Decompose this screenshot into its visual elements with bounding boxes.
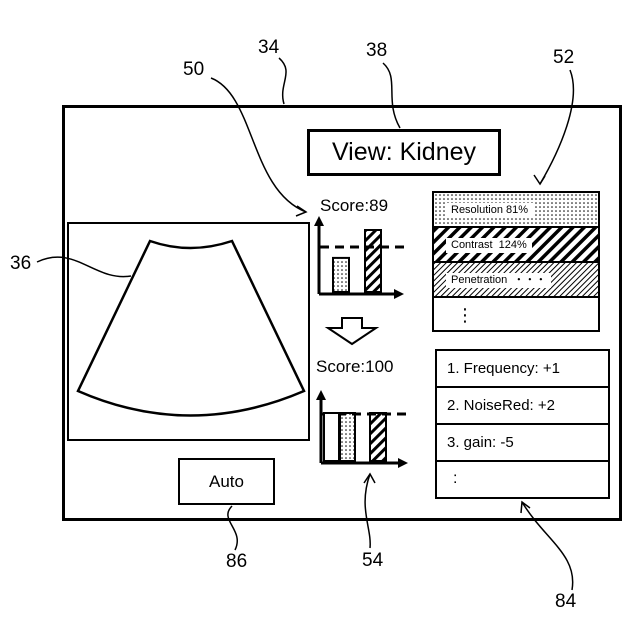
leader-arrowhead-52	[534, 175, 545, 184]
improvement-arrow-icon	[328, 318, 376, 344]
leader-line-54	[365, 474, 370, 548]
chart-before-bar-1	[333, 258, 349, 292]
chart-after-bar-1	[324, 413, 340, 461]
chart-after-y-arrow	[316, 390, 326, 400]
chart-before-y-arrow	[314, 216, 324, 226]
leader-line-52	[540, 70, 573, 184]
leader-line-84	[522, 502, 573, 590]
chart-after-bar-3	[370, 413, 386, 461]
score-chart-before	[314, 216, 404, 299]
leader-line-50	[211, 78, 306, 212]
chart-before-x-arrow	[394, 289, 404, 299]
ultrasound-sector-image	[78, 241, 304, 416]
chart-after-x-arrow	[398, 458, 408, 468]
chart-before-bar-2	[365, 230, 381, 292]
leader-arrowhead-54	[364, 474, 375, 483]
leader-line-86	[228, 506, 237, 550]
chart-after-bar-2	[339, 413, 355, 461]
leader-line-34	[279, 58, 286, 104]
leader-line-36	[37, 257, 131, 277]
score-chart-after	[316, 390, 408, 468]
leader-line-38	[383, 63, 400, 128]
